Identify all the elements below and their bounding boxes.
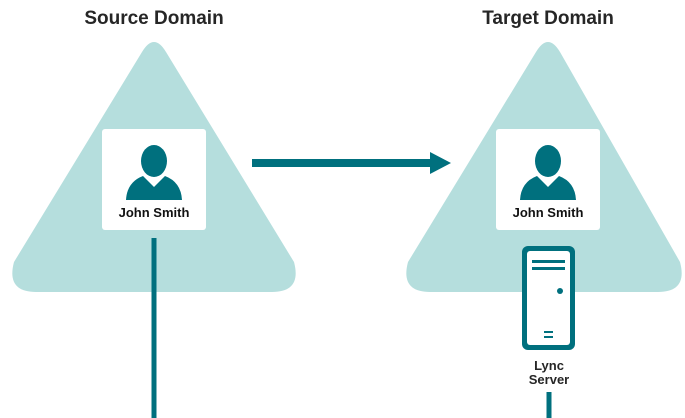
target-user-name: John Smith: [512, 205, 584, 220]
server-label-line2: Server: [528, 372, 570, 387]
server-tower-icon: [522, 246, 575, 350]
server-label: Lync Server: [509, 359, 589, 387]
target-domain-title: Target Domain: [482, 8, 614, 29]
source-user-card: [102, 129, 206, 230]
arrow-right-icon: [252, 152, 451, 174]
user-avatar-icon: [126, 145, 182, 200]
user-avatar-icon: [520, 145, 576, 200]
server-label-line1: Lync: [534, 358, 564, 373]
source-user-name: John Smith: [118, 205, 190, 220]
target-user-card: [496, 129, 600, 230]
source-domain-title: Source Domain: [84, 8, 224, 29]
